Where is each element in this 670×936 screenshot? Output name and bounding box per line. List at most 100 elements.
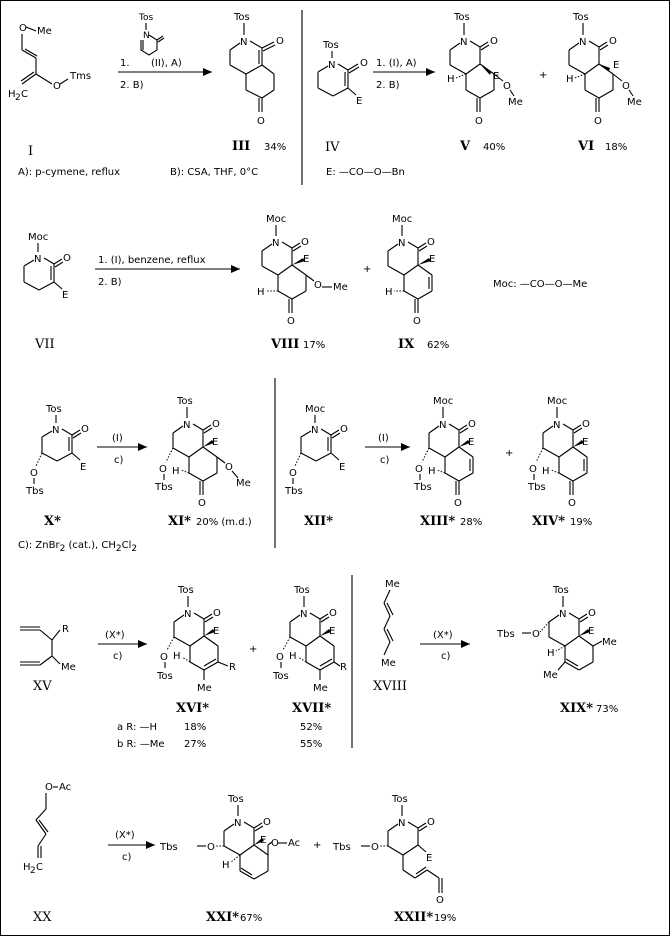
label-XII: XII* [304, 514, 333, 529]
note-E: E: —CO—O—Bn [326, 167, 405, 178]
svg-text:2: 2 [30, 866, 36, 876]
yield-XVII-b: 55% [300, 739, 322, 750]
label-III: III [232, 139, 250, 154]
svg-text:H: H [542, 466, 550, 477]
svg-text:Me: Me [197, 683, 212, 694]
svg-text:O: O [532, 629, 540, 640]
svg-text:O: O [622, 81, 630, 92]
svg-text:Me: Me [385, 579, 400, 590]
svg-text:N: N [300, 609, 307, 620]
svg-text:O: O [529, 464, 537, 475]
svg-text:O: O [340, 424, 348, 435]
svg-text:O: O [160, 652, 168, 663]
svg-text:O: O [588, 608, 596, 619]
svg-text:Moc: Moc [266, 214, 286, 225]
svg-text:O: O [225, 462, 233, 473]
svg-text:E: E [426, 853, 432, 864]
svg-text:O: O [427, 237, 435, 248]
svg-text:O: O [427, 817, 435, 828]
svg-text:Tms: Tms [69, 71, 91, 82]
svg-text:H: H [257, 287, 265, 298]
svg-text:O: O [594, 116, 602, 127]
svg-text:E: E [588, 626, 594, 637]
svg-text:H: H [173, 651, 181, 662]
svg-text:N: N [559, 609, 566, 620]
compound-VII: Moc N O E [23, 232, 71, 301]
yield-XIII: 28% [460, 517, 482, 528]
svg-text:N: N [184, 609, 191, 620]
svg-text:C): ZnBr2 (cat.), CH2Cl2: C): ZnBr2 (cat.), CH2Cl2 [18, 540, 137, 554]
svg-text:E: E [213, 626, 219, 637]
svg-text:H: H [385, 287, 393, 298]
svg-text:Tos: Tos [453, 12, 470, 23]
plus-1: + [539, 70, 547, 81]
svg-text:O: O [436, 895, 444, 906]
condition-r3-step2: 2. B) [98, 277, 122, 288]
condition-r1-step1-detail: (II), A) [151, 58, 182, 69]
svg-text:N: N [143, 31, 150, 41]
svg-text:E: E [80, 462, 86, 473]
plus-3: + [505, 448, 513, 459]
svg-text:O: O [159, 464, 167, 475]
svg-text:H: H [289, 651, 297, 662]
svg-text:O: O [301, 237, 309, 248]
svg-text:Tos: Tos [156, 671, 173, 682]
reaction-arrow-7: (X*) c) [420, 630, 470, 662]
svg-text:Tos: Tos [552, 585, 569, 596]
svg-text:Moc: Moc [433, 396, 453, 407]
condition-r7-top: (X*) [433, 630, 453, 641]
svg-text:Ac: Ac [288, 838, 300, 849]
svg-text:N: N [234, 818, 241, 829]
plus-2: + [363, 264, 371, 275]
reaction-arrow-2: 1. (I), A) 2. B) [373, 58, 435, 91]
compound-XV: R Me [20, 624, 76, 673]
svg-text:Me: Me [602, 637, 617, 648]
svg-text:O: O [454, 498, 462, 509]
svg-text:Tos: Tos [138, 13, 153, 23]
svg-text:Tbs: Tbs [496, 629, 515, 640]
svg-text:Tos: Tos [272, 671, 289, 682]
svg-text:Moc: Moc [547, 396, 567, 407]
svg-text:O: O [289, 468, 297, 479]
compound-XX: O Ac H 2 C [23, 782, 71, 876]
compound-XIII: Moc N O E H O Tbs O [413, 396, 476, 509]
condition-r1-step1: 1. [120, 58, 130, 69]
label-XI: XI* [168, 514, 191, 529]
compound-I: O Me H 2 C O Tms [8, 23, 91, 103]
compound-IV: Tos N O E [317, 40, 368, 107]
label-IV: IV [325, 140, 340, 155]
svg-text:O: O [198, 498, 206, 509]
svg-text:Me: Me [381, 658, 396, 669]
yield-XIX: 73% [596, 704, 618, 715]
svg-text:O: O [276, 36, 284, 47]
svg-text:Tos: Tos [177, 585, 194, 596]
yield-VI: 18% [605, 142, 627, 153]
yield-VIII: 17% [303, 340, 325, 351]
svg-text:H: H [428, 466, 436, 477]
svg-text:Me: Me [313, 683, 328, 694]
note-row-b: b R: —Me [117, 739, 165, 750]
svg-text:E: E [356, 96, 362, 107]
svg-text:2: 2 [15, 93, 21, 103]
svg-text:O: O [503, 81, 511, 92]
condition-r8-top: (X*) [115, 830, 135, 841]
svg-text:Me: Me [333, 282, 348, 293]
condition-r4-bottom: c) [114, 455, 123, 466]
compound-XI: Tos N O E O Me H O Tbs O [154, 396, 251, 509]
svg-text:Tos: Tos [227, 794, 244, 805]
svg-text:Me: Me [61, 662, 76, 673]
label-X: X* [44, 514, 61, 529]
svg-text:N: N [460, 37, 467, 48]
compound-VI: Tos N O E O Me H O [566, 12, 642, 127]
svg-text:Tos: Tos [233, 12, 250, 23]
svg-text:C: C [21, 89, 28, 100]
svg-text:N: N [328, 60, 335, 71]
svg-text:Me: Me [543, 670, 558, 681]
svg-text:Tbs: Tbs [413, 482, 432, 493]
compound-XXI: Tos N O E O Ac H O Tbs [159, 794, 300, 880]
svg-text:O: O [263, 817, 271, 828]
svg-text:R: R [62, 624, 69, 635]
svg-text:Me: Me [508, 97, 523, 108]
svg-text:E: E [339, 462, 345, 473]
